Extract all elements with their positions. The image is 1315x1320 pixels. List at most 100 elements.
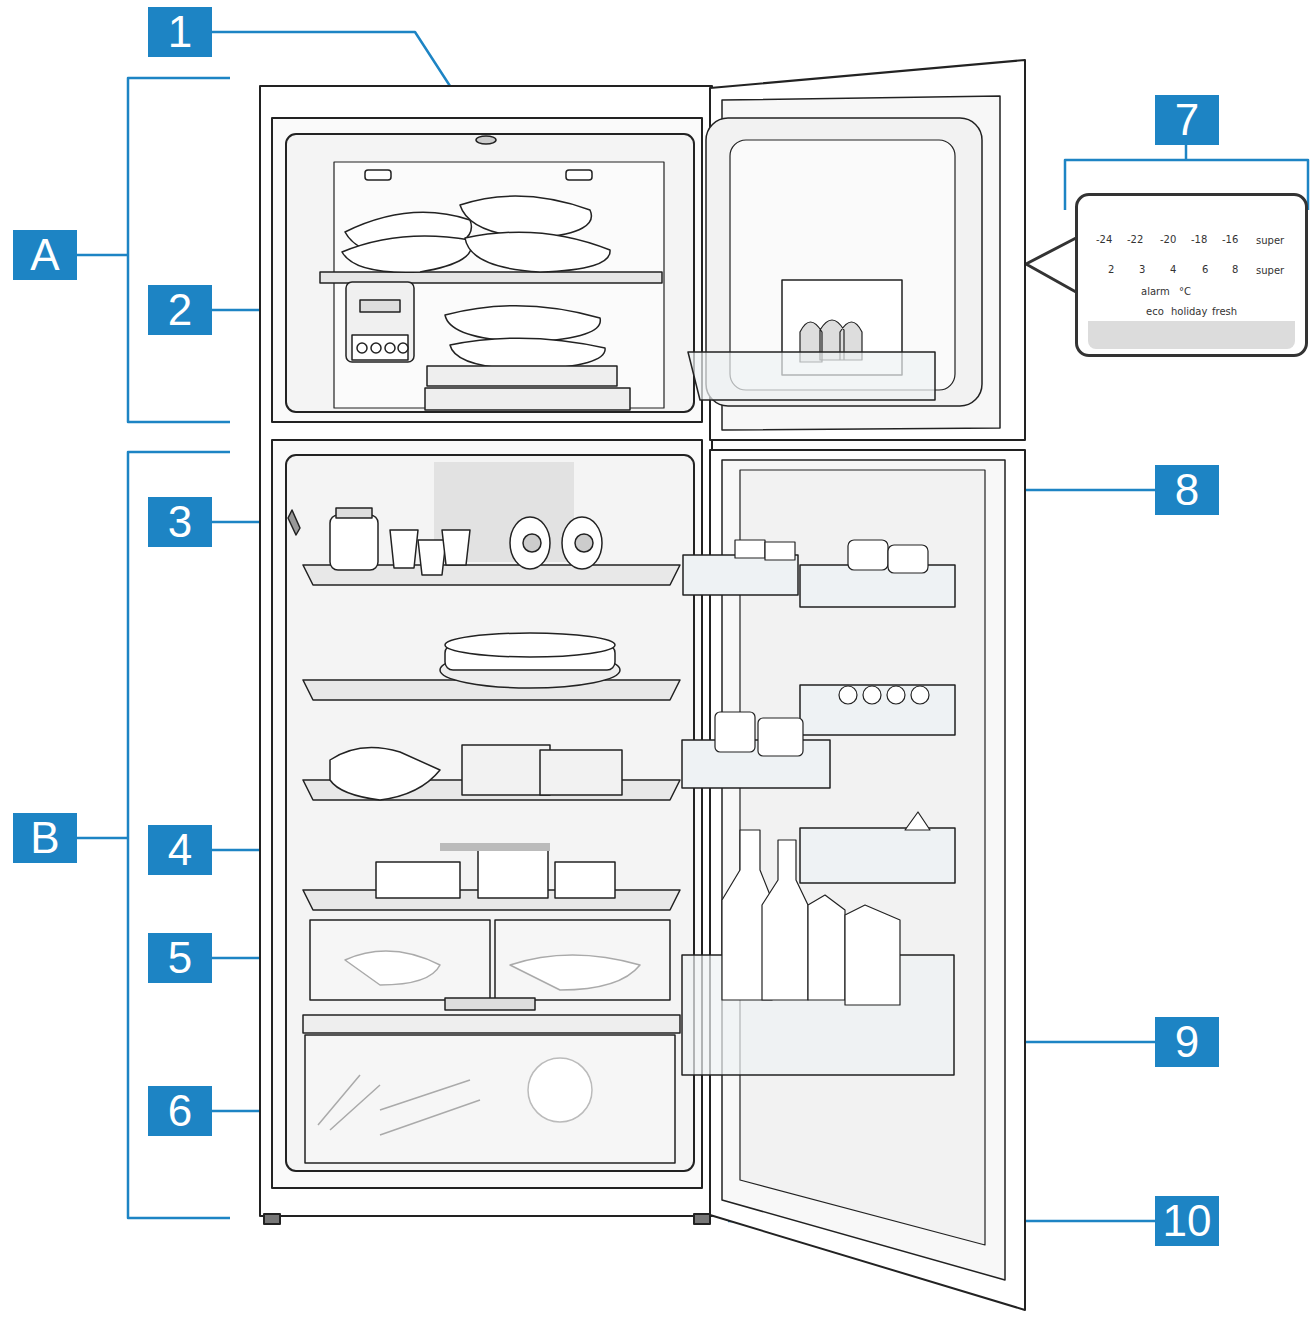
fridge-contents <box>330 515 378 570</box>
fridge-contents <box>390 530 418 568</box>
fridge-door <box>800 685 955 735</box>
cabinet <box>264 1214 280 1224</box>
fridge-contents <box>288 510 300 535</box>
panel-text: super <box>1256 235 1284 247</box>
bracket <box>128 452 230 1218</box>
freezer-contents <box>385 343 395 353</box>
panel-text: -24 <box>1096 234 1112 246</box>
crisper-drawers <box>305 1035 675 1163</box>
freezer-contents <box>342 236 471 272</box>
cabinet <box>260 86 712 1224</box>
callout-number: 4 <box>148 825 212 875</box>
freezer-contents <box>365 170 391 180</box>
fridge-door <box>765 542 795 560</box>
callout-number: 6 <box>148 1086 212 1136</box>
fridge-contents <box>376 862 460 898</box>
bracket <box>1185 145 1188 160</box>
crisper-drawers <box>303 1015 680 1033</box>
callout-number: 8 <box>1155 465 1219 515</box>
freezer-door <box>688 352 935 400</box>
fridge-door <box>762 840 808 1000</box>
callout-number: A <box>13 230 77 280</box>
fridge-contents <box>445 633 615 657</box>
fridge-contents <box>562 517 602 569</box>
freezer-contents <box>476 136 496 144</box>
callout-number: 3 <box>148 497 212 547</box>
callout-number: B <box>13 813 77 863</box>
fridge-door <box>911 686 929 704</box>
bracket <box>77 78 1308 1218</box>
fridge-door <box>845 905 900 1005</box>
callout-number: 10 <box>1155 1196 1219 1246</box>
cabinet <box>286 134 694 412</box>
cabinet <box>272 118 702 422</box>
freezer-contents <box>371 343 381 353</box>
fridge-contents <box>440 843 550 851</box>
panel-text: -18 <box>1191 234 1207 246</box>
freezer-contents <box>346 282 414 362</box>
fridge-contents <box>523 534 541 552</box>
cabinet <box>334 162 664 408</box>
cabinet <box>694 1214 710 1224</box>
panel-text: 8 <box>1232 264 1238 276</box>
freezer-contents <box>450 338 605 370</box>
cabinet <box>286 455 694 1171</box>
fridge-door <box>735 540 765 558</box>
panel-text: 6 <box>1202 264 1208 276</box>
callout-number: 2 <box>148 285 212 335</box>
fridge-contents <box>555 862 615 898</box>
fridge-contents <box>510 517 550 569</box>
crisper-drawers <box>495 920 670 1000</box>
fridge-door <box>863 686 881 704</box>
crisper-drawers <box>310 920 490 1000</box>
panel-text: eco <box>1146 306 1164 318</box>
freezer-contents <box>360 300 400 312</box>
panel-pointer <box>1026 238 1076 292</box>
panel-text: °C <box>1179 286 1191 298</box>
fridge-contents <box>478 850 548 898</box>
fridge-door <box>808 895 845 1000</box>
fridge-contents <box>330 748 440 801</box>
panel-text: 4 <box>1170 264 1176 276</box>
fridge-contents <box>442 530 470 565</box>
crisper-drawers <box>303 920 680 1163</box>
fridge-door <box>888 545 928 573</box>
freezer-contents <box>427 366 617 386</box>
panel-text: holiday <box>1171 306 1207 318</box>
cabinet <box>260 86 712 1216</box>
freezer-contents <box>445 306 600 342</box>
display-band <box>1088 321 1295 349</box>
fridge-contents <box>418 540 446 575</box>
fridge-door <box>800 565 955 607</box>
fridge-door <box>683 555 798 595</box>
freezer-contents <box>320 136 662 410</box>
crisper-drawers <box>345 951 440 985</box>
bracket <box>128 78 230 422</box>
panel-text: -20 <box>1160 234 1176 246</box>
fridge-door <box>682 740 830 788</box>
cabinet <box>272 440 702 1188</box>
crisper-drawers <box>445 998 535 1010</box>
callout-number: 7 <box>1155 95 1219 145</box>
fridge-contents <box>288 462 680 910</box>
fridge-door <box>905 812 930 830</box>
freezer-contents <box>465 232 610 272</box>
panel-text: super <box>1256 265 1284 277</box>
fridge-door <box>682 450 1025 1310</box>
panel-text: -16 <box>1222 234 1238 246</box>
freezer-contents <box>352 335 408 360</box>
panel-text: 2 <box>1108 264 1114 276</box>
bracket <box>77 254 128 257</box>
panel-text: fresh <box>1212 306 1237 318</box>
fridge-door <box>715 712 755 752</box>
fridge-contents <box>540 750 622 795</box>
panel-pointer <box>1026 238 1076 292</box>
freezer-contents <box>566 170 592 180</box>
fridge-door <box>839 686 857 704</box>
freezer-contents <box>398 343 408 353</box>
crisper-drawers <box>318 1075 480 1135</box>
freezer-contents <box>357 343 367 353</box>
fridge-door <box>800 828 955 883</box>
freezer-door <box>688 60 1025 440</box>
